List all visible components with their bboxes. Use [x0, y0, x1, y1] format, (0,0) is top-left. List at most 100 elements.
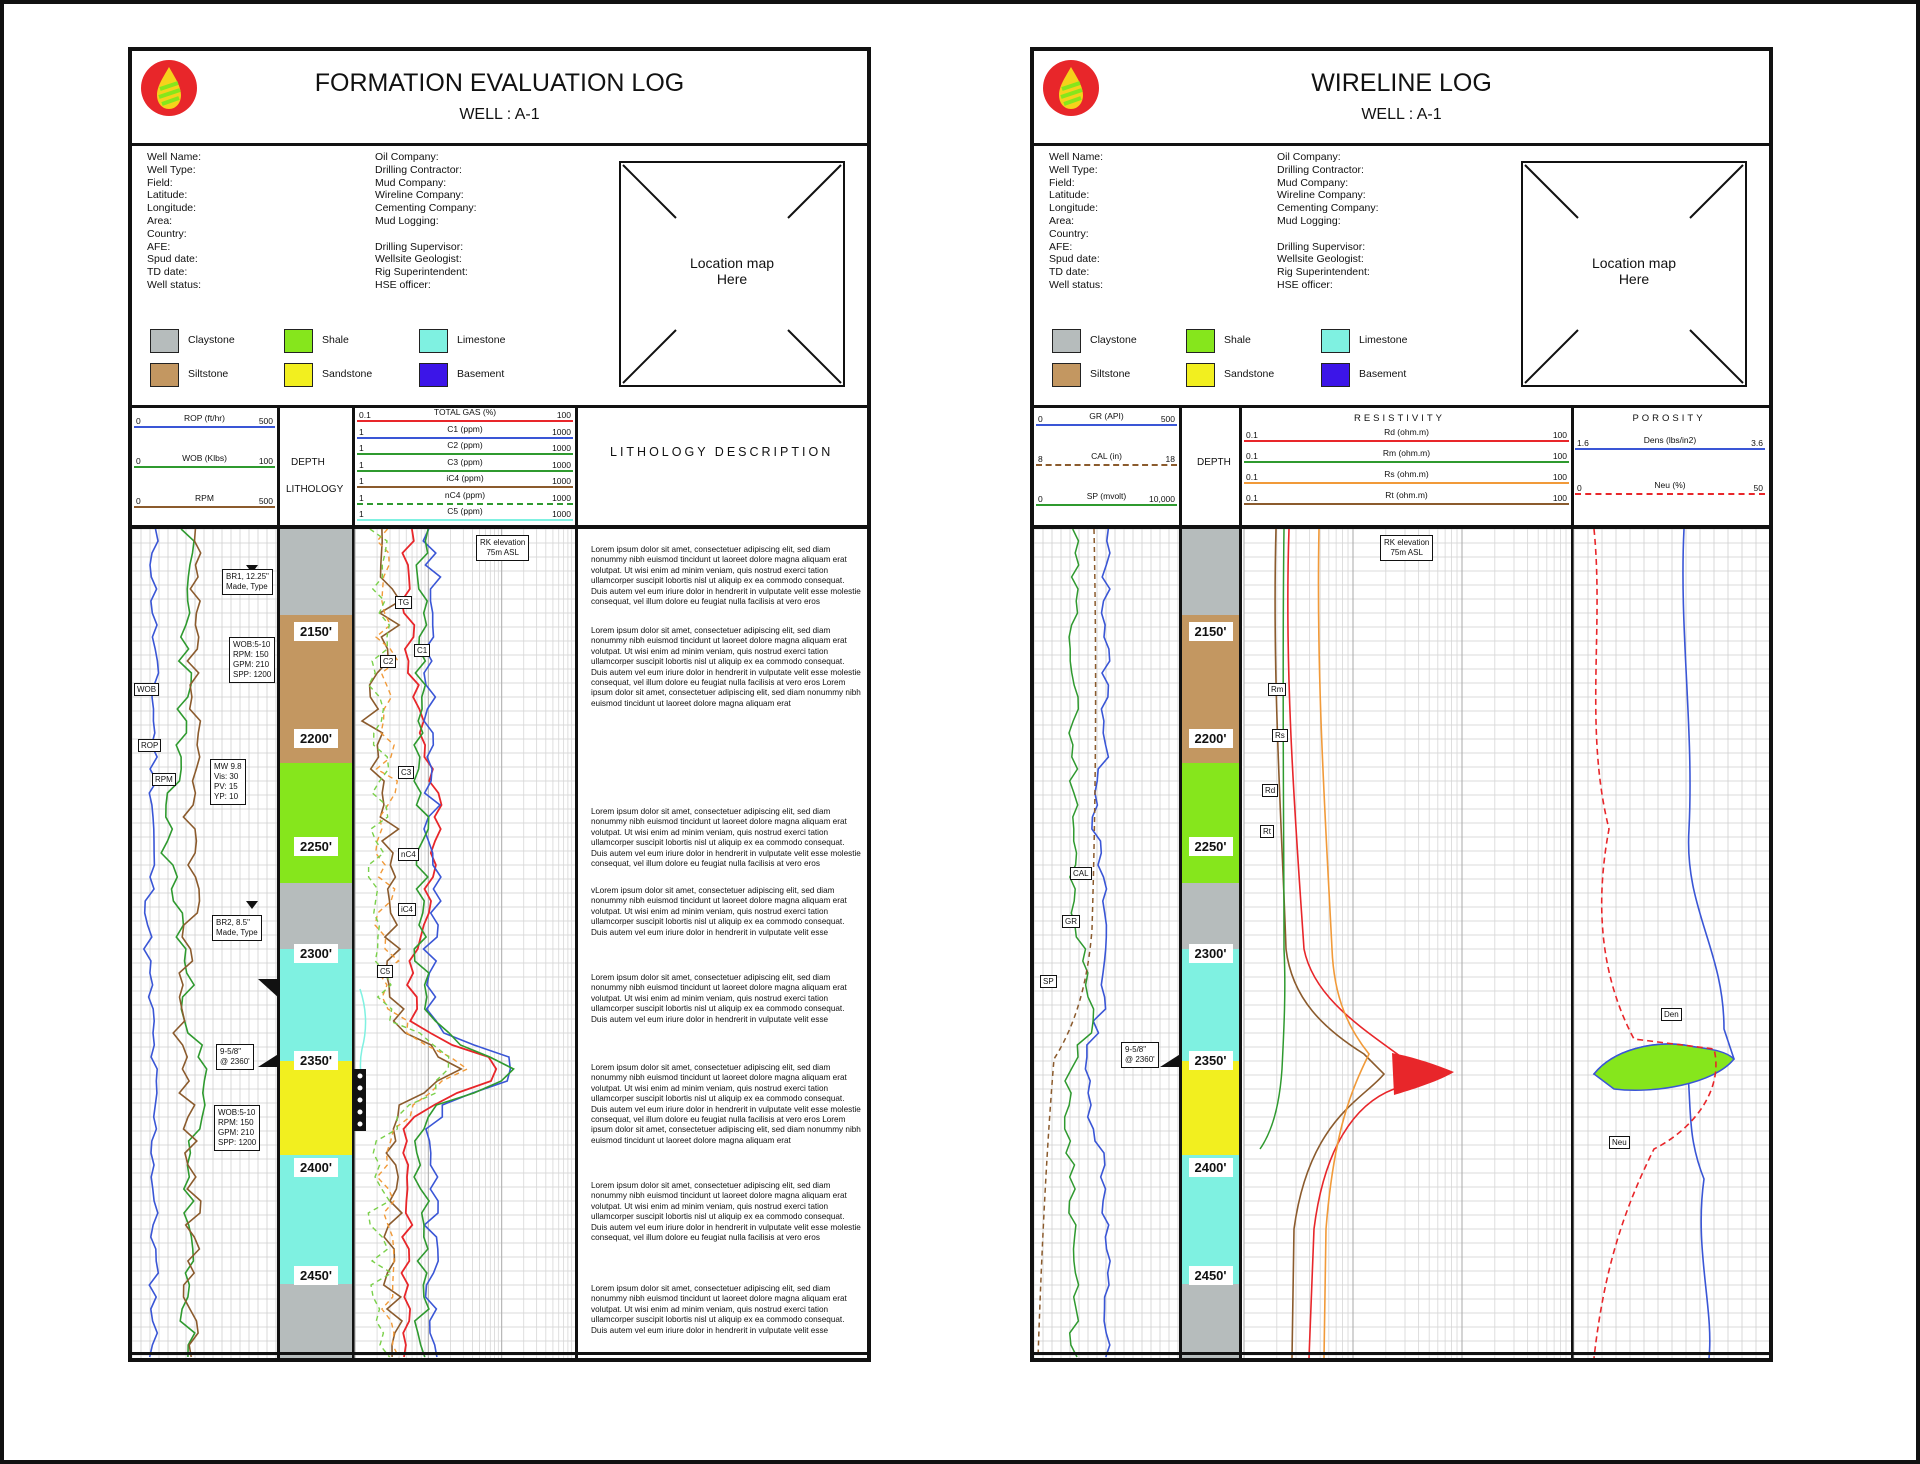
depth-label: 2200' [294, 729, 338, 748]
rt-curve [1274, 529, 1386, 1358]
curve-tag: C2 [380, 655, 397, 668]
curve-line [357, 453, 573, 455]
map-text-2: Here [716, 271, 748, 287]
legend-label: Claystone [188, 334, 235, 346]
log-header: FORMATION EVALUATION LOG WELL : A-1 [132, 51, 867, 146]
drop-logo-icon [141, 60, 197, 116]
field-label: Well Name: [1049, 151, 1104, 163]
casing-shoe-icon [258, 1053, 280, 1067]
curve-max: 1000 [552, 459, 571, 470]
legend-swatch [419, 329, 448, 353]
curve-max: 10,000 [1149, 494, 1175, 504]
annotation-line: RK elevation [480, 538, 526, 547]
curve-name: Rs (ohm.m) [1384, 469, 1429, 479]
log-title: FORMATION EVALUATION LOG [314, 69, 685, 97]
curve-tag: Den [1661, 1008, 1682, 1021]
curve-min: 0 [1038, 494, 1043, 504]
legend-swatch [150, 363, 179, 387]
field-label: HSE officer: [1277, 279, 1333, 291]
rs-curve [1317, 529, 1370, 1358]
curve-name: CAL (in) [1091, 451, 1122, 461]
field-label: Drilling Supervisor: [375, 240, 464, 253]
curve-min: 1 [359, 426, 364, 437]
curve-min: 1 [359, 492, 364, 503]
annotation-line: Made, Type [216, 928, 258, 937]
nc4-curve [367, 529, 450, 1358]
density-curve [1592, 529, 1735, 1358]
casing-box: 9-5/8"@ 2360' [1121, 1042, 1159, 1068]
curve-min: 1 [359, 509, 364, 519]
legend-label: Sandstone [322, 368, 373, 380]
legend-label: Claystone [1090, 334, 1137, 346]
curve-line [1244, 461, 1569, 463]
annotation-line: GPM: 210 [218, 1128, 255, 1137]
curve-line [357, 519, 573, 521]
curve-tag: Rd [1262, 784, 1279, 797]
drop-logo-icon [1043, 60, 1099, 116]
curve-max: 50 [1753, 483, 1763, 493]
depth-header: DEPTH [1197, 457, 1231, 468]
curve-tag: Rm [1268, 683, 1287, 696]
field-label: Area: [147, 215, 173, 227]
curve-name: ROP (ft/hr) [184, 413, 225, 423]
lithology-interval [1182, 883, 1239, 949]
curve-tag: WOB [134, 683, 160, 696]
field-label: TD date: [1049, 266, 1090, 279]
field-label: Mud Company: [375, 176, 447, 189]
legend-swatch [1321, 329, 1350, 353]
curve-max: 100 [556, 410, 571, 420]
curve-tag: TG [395, 596, 413, 609]
curve-max: 100 [1552, 430, 1567, 440]
curve-tag: CAL [1070, 867, 1092, 880]
curve-line [1244, 503, 1569, 505]
field-label: Drilling Contractor: [1277, 163, 1364, 176]
legend-label: Basement [1359, 368, 1407, 380]
legend-label: Sandstone [1224, 368, 1275, 380]
curve-line [1575, 448, 1765, 450]
curve-min: 0 [136, 456, 141, 466]
field-label: Cementing Company: [375, 202, 477, 215]
annotation-line: BR2, 8.5" [216, 918, 250, 927]
field-label: Field: [1049, 176, 1075, 189]
curve-name: Rt (ohm.m) [1385, 490, 1428, 500]
legend-label: Shale [322, 334, 349, 346]
curve-tag: C5 [377, 965, 394, 978]
curve-min: 0.1 [359, 410, 371, 420]
annotation-line: 75m ASL [486, 548, 519, 557]
legend-swatch [150, 329, 179, 353]
legend-swatch [1052, 363, 1081, 387]
lithology-header: LITHOLOGY [286, 484, 344, 495]
curve-line [134, 466, 275, 468]
lithology-description: Lorem ipsum dolor sit amet, consectetuer… [591, 545, 861, 607]
curve-tag: Neu [1609, 1136, 1630, 1149]
sp-curve [1063, 529, 1095, 1358]
annotation-line: GPM: 210 [233, 660, 270, 669]
annotation-line: @ 2360' [1125, 1055, 1155, 1064]
lithology-description: Lorem ipsum dolor sit amet, consectetuer… [591, 626, 861, 708]
rop-curve [142, 529, 160, 1358]
lithology-description: Lorem ipsum dolor sit amet, consectetuer… [591, 1063, 861, 1145]
field-label: Drilling Contractor: [375, 163, 462, 176]
legend-swatch [1052, 329, 1081, 353]
curve-line [134, 506, 275, 508]
core-dot [357, 1109, 363, 1115]
lithology-description: Lorem ipsum dolor sit amet, consectetuer… [591, 973, 847, 1024]
log-header: WIRELINE LOG WELL : A-1 [1034, 51, 1769, 146]
depth-label: 2300' [1188, 944, 1233, 963]
curve-tag: GR [1062, 915, 1080, 928]
annotation-line: Vis: 30 [214, 772, 239, 781]
field-label: Well status: [147, 279, 202, 291]
legend-label: Limestone [1359, 334, 1408, 346]
lithology-interval [280, 949, 352, 1061]
depth-header: DEPTH [291, 457, 325, 468]
field-label: Longitude: [147, 202, 197, 215]
curve-min: 8 [1038, 454, 1043, 464]
annotation-line: WOB:5-10 [233, 640, 271, 649]
field-label: Drilling Supervisor: [1277, 240, 1366, 253]
curve-line [1036, 464, 1177, 466]
curve-name: iC4 (ppm) [446, 473, 484, 483]
